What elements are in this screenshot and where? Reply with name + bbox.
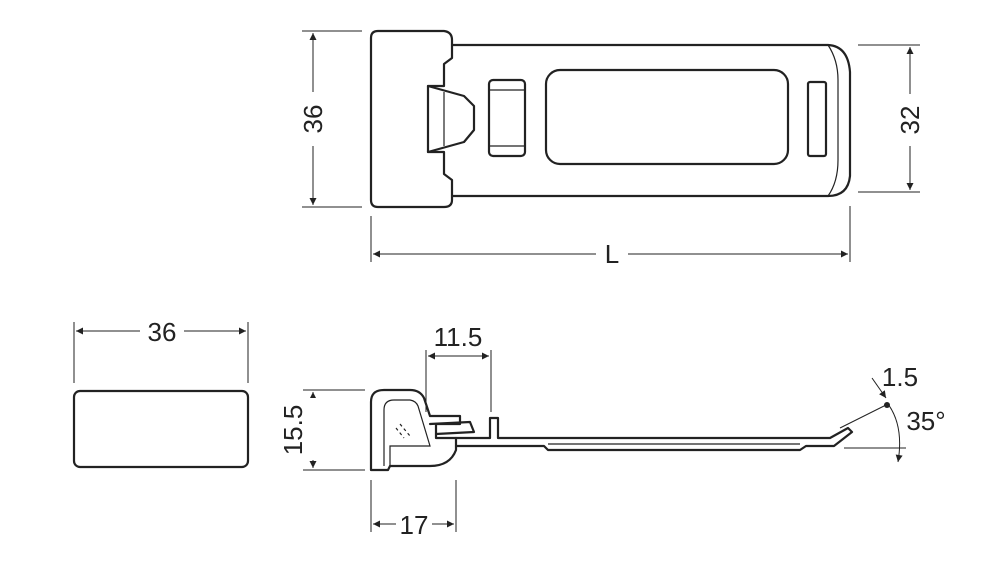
end-view-outline [72, 389, 250, 469]
small-slot [487, 78, 527, 158]
dim-end-height: 32 [895, 106, 925, 135]
strap-body-outline [450, 43, 852, 198]
strap-tip-line [827, 44, 839, 197]
dim-hook-height: 15.5 [278, 405, 308, 456]
dim-side-width: 36 [148, 317, 177, 347]
dim-length: L [605, 239, 619, 269]
latch-tongue [426, 84, 476, 154]
large-window [544, 68, 790, 166]
end-view: 36 [72, 317, 250, 469]
dim-thickness: 1.5 [882, 362, 918, 392]
end-block-outline [369, 29, 454, 209]
hook-outline [369, 388, 462, 472]
hook-hidden-lines [395, 423, 411, 439]
side-tongue [428, 420, 476, 436]
dim-top-height: 36 [298, 105, 328, 134]
top-view: 36 32 L [298, 29, 925, 269]
side-view: 11.5 15.5 17 1.5 35° [278, 322, 946, 540]
dim-hook-width: 17 [400, 510, 429, 540]
thickness-marker [884, 402, 890, 408]
dim-angle: 35° [906, 406, 945, 436]
dim-throat: 11.5 [434, 322, 483, 352]
end-slot [806, 80, 828, 158]
strap-side [454, 416, 854, 452]
hook-inner [383, 399, 431, 466]
